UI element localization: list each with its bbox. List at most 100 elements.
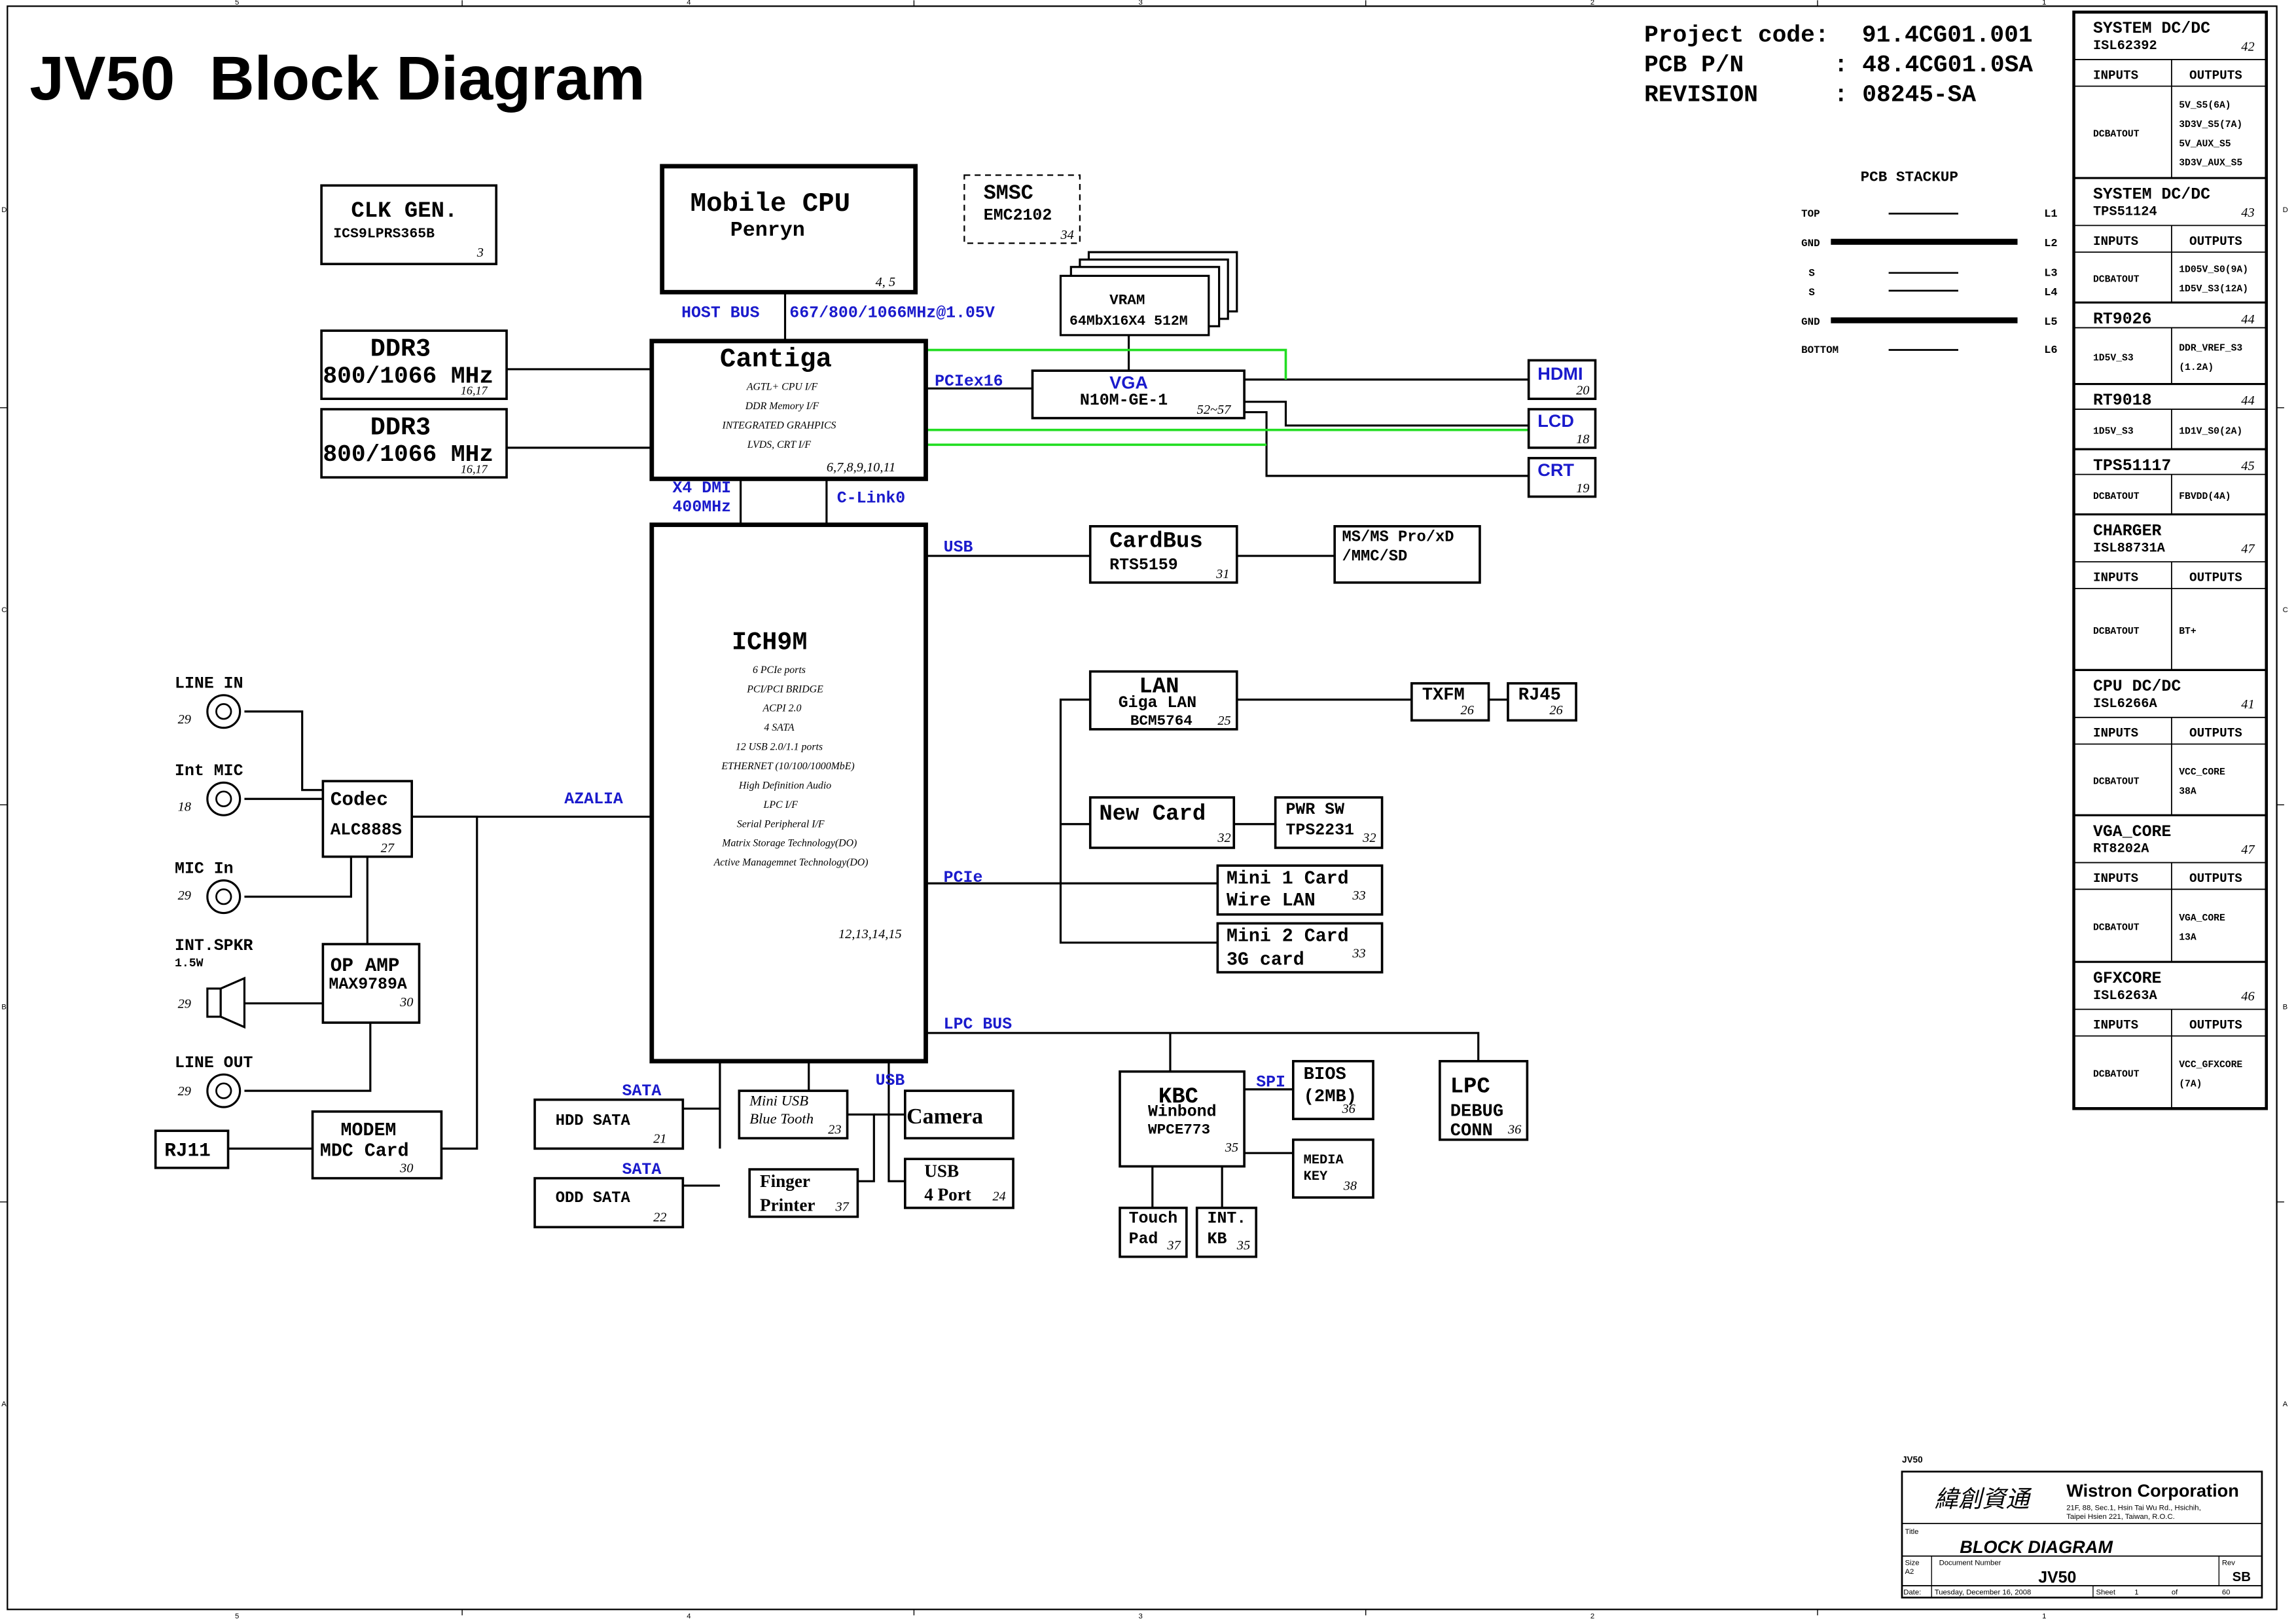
ddr3-b-page: 16,17 [461, 462, 488, 475]
power-section-page: 47 [2241, 542, 2255, 556]
pwr-sw-part: TPS2231 [1285, 822, 1354, 840]
power-input-value: 1D5V_S3 [2093, 353, 2134, 363]
codec-part: ALC888S [331, 820, 402, 840]
rev-value: SB [2233, 1570, 2251, 1584]
mini1-card-block: Mini 1 Card Wire LAN 33 [1216, 864, 1384, 916]
date-value: Tuesday, December 16, 2008 [1935, 1589, 2032, 1597]
power-section-page: 44 [2241, 393, 2254, 408]
company-name: Wistron Corporation [2066, 1480, 2239, 1501]
mic-in-label: MIC In [175, 860, 234, 878]
mic-in-jack-icon [206, 879, 242, 915]
usb-4port-block: USB 4 Port 24 [904, 1158, 1014, 1209]
border-mark-top: 5 [235, 0, 239, 7]
cpu-page: 4, 5 [876, 275, 896, 289]
power-section-page: 46 [2241, 989, 2255, 1004]
power-section-part: TPS51124 [2093, 205, 2157, 220]
stackup-title: PCB STACKUP [1861, 168, 1958, 185]
power-outputs-header: OUTPUTS [2189, 871, 2242, 886]
usb-label: USB [944, 538, 973, 556]
int-mic-jack-core [215, 790, 232, 807]
lcd-page: 18 [1576, 432, 1589, 447]
kbc-page: 35 [1225, 1140, 1238, 1155]
hdmi-page: 20 [1576, 383, 1589, 397]
lpc-debug-block: LPC DEBUG CONN 36 [1439, 1060, 1529, 1141]
rj45-page: 26 [1549, 703, 1563, 718]
ich9m-feature: 4 SATA [764, 722, 794, 733]
lan-part: BCM5764 [1130, 712, 1193, 729]
mini1-card-page: 33 [1352, 888, 1365, 903]
codec-page: 27 [381, 841, 395, 856]
odd-sata-page: 22 [653, 1210, 666, 1224]
power-section-page: 44 [2241, 312, 2254, 327]
lan-block: LAN Giga LAN BCM5764 25 [1088, 670, 1238, 731]
int-mic-page: 18 [178, 799, 191, 814]
smsc-name: SMSC [984, 182, 1033, 206]
cantiga-name: Cantiga [720, 344, 832, 374]
power-output-value: 5V_AUX_S5 [2179, 139, 2231, 149]
stackup-layer-id: L2 [2044, 238, 2057, 250]
power-output-value: 3D3V_S5(7A) [2179, 120, 2242, 130]
cardbus-part: RTS5159 [1109, 556, 1178, 574]
smsc-part: EMC2102 [984, 206, 1052, 225]
int-kb-page: 35 [1236, 1238, 1250, 1252]
project-code-value: 91.4CG01.001 [1862, 22, 2033, 49]
card-reader-block: MS/MS Pro/xD /MMC/SD [1333, 525, 1481, 584]
power-input-value: DCBATOUT [2093, 274, 2140, 285]
power-output-value: 5V_S5(6A) [2179, 100, 2231, 111]
power-inputs-header: INPUTS [2093, 871, 2138, 886]
power-output-value: (7A) [2179, 1079, 2202, 1089]
rev-label: Rev [2222, 1559, 2235, 1567]
lpc-debug-line2: DEBUG [1450, 1102, 1503, 1122]
bus-labels: HOST BUS 667/800/1066MHz@1.05V PCIex16 X… [564, 304, 1285, 1179]
int-spkr-page: 29 [178, 996, 191, 1011]
op-amp-name: OP AMP [331, 955, 400, 977]
power-section-part: ISL6266A [2093, 697, 2158, 712]
int-mic-jack-icon [206, 781, 242, 816]
vga-block: VGA N10M-GE-1 52~57 [1031, 369, 1246, 420]
hdd-sata-block: HDD SATA 21 [533, 1098, 685, 1150]
int-mic-label: Int MIC [175, 762, 243, 780]
ich9m-feature: Active Managemnet Technology(DO) [713, 857, 869, 868]
border-mark-side: D [1, 206, 7, 214]
border-mark-bottom: 2 [1590, 1613, 1594, 1620]
x4-dmi-label: X4 DMI [673, 479, 732, 498]
hdd-sata-page: 21 [653, 1131, 666, 1146]
rj11-block: RJ11 [154, 1129, 230, 1169]
stackup-layer-id: L4 [2044, 287, 2057, 299]
modem-block: MODEM MDC Card 30 [311, 1110, 443, 1180]
touchpad-page: 37 [1166, 1238, 1181, 1252]
power-output-value: FBVDD(4A) [2179, 492, 2231, 502]
border-mark-top: 4 [687, 0, 691, 7]
host-bus-label: HOST BUS [681, 304, 759, 323]
mini2-card-line1: Mini 2 Card [1227, 926, 1349, 947]
cantiga-feature: AGTL+ CPU I/F [746, 382, 818, 393]
pciex16-label: PCIex16 [935, 373, 1003, 391]
usb-4port-line2: 4 Port [924, 1185, 971, 1205]
pwr-sw-name: PWR SW [1285, 801, 1344, 819]
vram-block: VRAM 64MbX16X4 512M [1059, 251, 1238, 337]
border-mark-bottom: 4 [687, 1613, 691, 1620]
stackup-layer-name: S [1808, 287, 1815, 299]
stackup-layer-id: L3 [2044, 267, 2057, 280]
line-out-jack-icon [206, 1073, 242, 1108]
title-block-project: JV50 [1902, 1455, 1923, 1465]
border-mark-top: 1 [2042, 0, 2046, 7]
power-inputs-header: INPUTS [2093, 726, 2138, 740]
stackup-layer-name: TOP [1801, 208, 1820, 220]
cantiga-feature: LVDS, CRT I/F [747, 439, 812, 450]
lcd-name: LCD [1537, 410, 1574, 431]
ddr3-b-speed: 800/1066 MHz [323, 441, 493, 468]
clk-gen-name: CLK GEN. [351, 199, 457, 224]
power-inputs-header: INPUTS [2093, 571, 2138, 585]
power-outputs-header: OUTPUTS [2189, 726, 2242, 740]
crt-block: CRT 19 [1527, 456, 1597, 498]
lpc-debug-page: 36 [1507, 1123, 1522, 1137]
power-inputs-header: INPUTS [2093, 234, 2138, 249]
border-mark-side: A [2283, 1400, 2288, 1408]
new-card-name: New Card [1099, 802, 1206, 827]
cpu-block: Mobile CPU Penryn 4, 5 [660, 164, 918, 295]
power-output-value: VCC_CORE [2179, 767, 2225, 778]
bios-line1: BIOS [1304, 1065, 1346, 1085]
border-mark-side: C [2283, 606, 2288, 614]
vram-part: 64MbX16X4 512M [1069, 314, 1188, 329]
